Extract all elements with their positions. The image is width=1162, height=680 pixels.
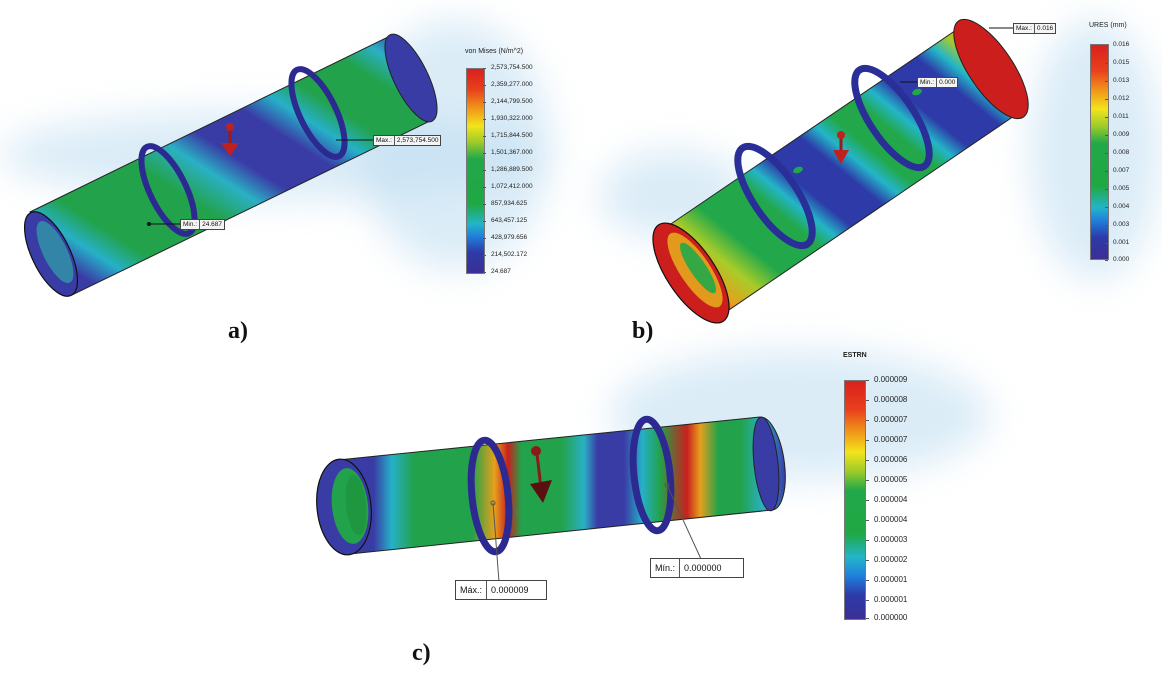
legend-title-a: von Mises (N/m^2) [465,48,524,55]
min-callout-c: Mín.: 0.000000 [650,558,744,578]
min-callout-a: Min.: 24.687 [180,219,225,230]
max-callout-c: Máx.: 0.000009 [455,580,547,600]
max-callout-b: Max.: 0.016 [1013,23,1057,34]
color-scale-bar-c [844,380,866,620]
legend-title-b: URES (mm) [1089,22,1127,29]
color-scale-bar-a [466,68,485,274]
sublabel-a: a) [228,318,248,344]
pipe-model-b [652,18,1029,324]
sublabel-b: b) [632,318,654,344]
panel-c-strain: Máx.: 0.000009 Mín.: 0.000000 ESTRN 0.00… [290,340,990,680]
color-scale-bar-b [1090,44,1109,260]
pipe-model-a [23,33,438,297]
panel-a-von-mises: Max.: 2,573,754.500 Min.: 24.687 von Mis… [0,0,560,320]
min-callout-b: Min.: 0.000 [917,77,959,88]
pipe-model-c [316,415,786,583]
panel-b-displacement: Max.: 0.016 Min.: 0.000 URES (mm) 0.016 … [600,0,1162,324]
legend-title-c: ESTRN [843,352,867,359]
sublabel-c: c) [412,640,431,666]
max-callout-a: Max.: 2,573,754.500 [373,135,442,146]
